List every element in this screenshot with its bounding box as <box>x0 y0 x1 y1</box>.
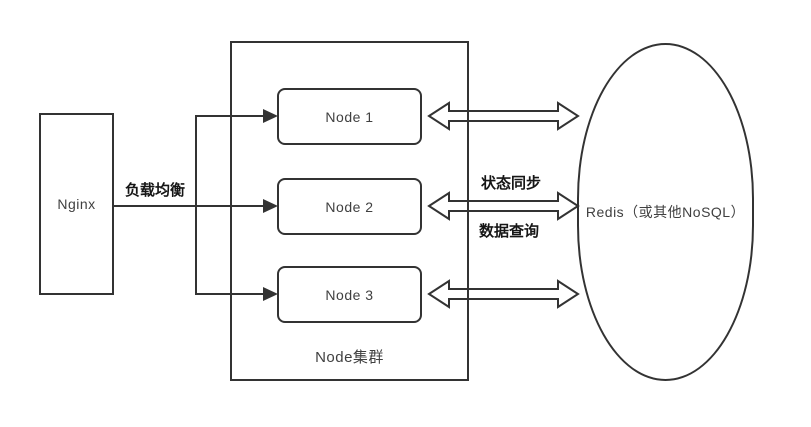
arrowhead-node1-icon <box>263 109 278 123</box>
nginx-node: Nginx <box>39 113 114 295</box>
node3-label: Node 3 <box>325 286 374 303</box>
state-sync-label: 状态同步 <box>480 175 541 192</box>
node-cluster-label: Node集群 <box>315 349 384 366</box>
node2-box: Node 2 <box>277 178 422 235</box>
node3-box: Node 3 <box>277 266 422 323</box>
redis-label: Redis（或其他NoSQL） <box>585 204 746 220</box>
node1-label: Node 1 <box>325 108 374 125</box>
node-cluster-container <box>230 41 469 381</box>
load-balance-label: 负载均衡 <box>124 182 185 199</box>
data-query-label: 数据查询 <box>478 223 539 240</box>
arrowhead-node3-icon <box>263 287 278 301</box>
nginx-label: Nginx <box>57 196 96 212</box>
node2-label: Node 2 <box>325 198 374 215</box>
double-arrow-node1-redis <box>427 101 580 131</box>
double-arrow-node3-redis <box>427 279 580 309</box>
node1-box: Node 1 <box>277 88 422 145</box>
redis-node: Redis（或其他NoSQL） <box>577 43 754 381</box>
arrowhead-node2-icon <box>263 199 278 213</box>
